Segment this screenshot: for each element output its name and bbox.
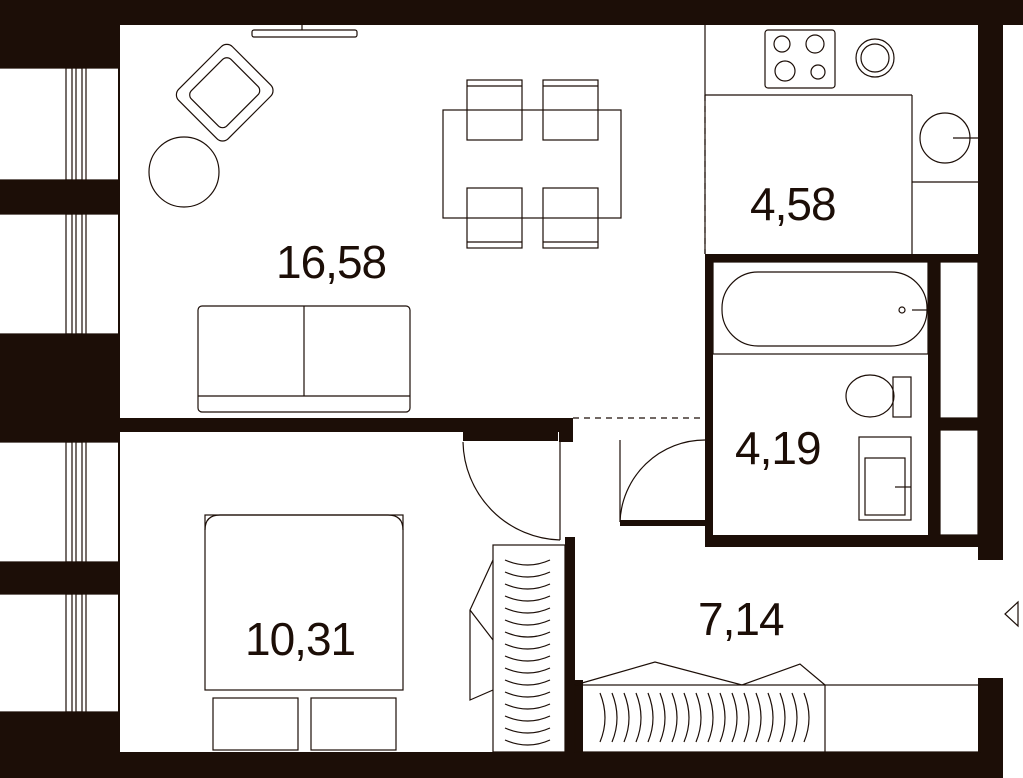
hanger-mark — [707, 692, 714, 743]
window-icon — [0, 213, 118, 335]
window-icon — [0, 67, 118, 181]
chair-icon — [542, 79, 599, 141]
hanger-mark — [755, 692, 762, 743]
hanger-mark — [504, 583, 551, 590]
storage-closet — [939, 261, 979, 536]
hanger-mark — [504, 559, 551, 566]
door-icon — [462, 440, 561, 541]
hanger-mark — [683, 692, 690, 743]
hanger-mark — [504, 715, 551, 722]
bed-icon — [204, 514, 404, 691]
hanger-mark — [599, 692, 606, 743]
armchair-icon — [175, 43, 274, 142]
hallway-area: 7,14 — [698, 593, 784, 645]
hanger-mark — [504, 655, 551, 662]
window-icon — [0, 593, 118, 713]
washbasin-icon — [858, 436, 912, 521]
chair-icon — [542, 187, 599, 249]
dining-table-icon — [442, 79, 622, 249]
bathroom-area: 4,19 — [735, 422, 821, 474]
hanger-mark — [695, 692, 702, 743]
entrance-arrow-icon — [1004, 600, 1019, 628]
sofa-icon — [197, 305, 411, 413]
hanger-mark — [659, 692, 666, 743]
sink-icon — [919, 112, 978, 164]
kitchen-counter — [704, 25, 978, 254]
hanger-mark — [791, 692, 798, 743]
hanger-mark — [743, 692, 750, 743]
hanger-mark — [647, 692, 654, 743]
round-table-icon — [148, 136, 220, 208]
hanger-mark — [504, 595, 551, 602]
hanger-mark — [504, 607, 551, 614]
hanger-mark — [504, 703, 551, 710]
stove-icon — [764, 29, 836, 89]
door-icon — [619, 439, 706, 523]
hanger-mark — [779, 692, 786, 743]
hanger-mark — [504, 571, 551, 578]
living-room-area: 16,58 — [276, 236, 386, 288]
chair-icon — [466, 79, 523, 141]
hanger-mark — [671, 692, 678, 743]
sink-icon — [855, 38, 895, 78]
nightstands — [212, 697, 397, 751]
chair-icon — [466, 187, 523, 249]
hanger-mark — [504, 679, 551, 686]
hanger-mark — [504, 643, 551, 650]
hanger-mark — [504, 619, 551, 626]
wardrobe-icon — [469, 544, 566, 753]
hanger-mark — [719, 692, 726, 743]
hanger-mark — [611, 692, 618, 743]
window-icon — [0, 441, 118, 563]
hanger-mark — [504, 631, 551, 638]
hanger-mark — [731, 692, 738, 743]
hanger-mark — [767, 692, 774, 743]
bathtub-icon — [712, 261, 929, 355]
tv-icon — [251, 18, 358, 38]
hallway-wardrobe — [574, 661, 981, 753]
hanger-mark — [504, 739, 551, 746]
hanger-mark — [504, 667, 551, 674]
toilet-icon — [845, 374, 912, 418]
hanger-mark — [504, 691, 551, 698]
bedroom-area: 10,31 — [245, 613, 355, 665]
hanger-mark — [504, 727, 551, 734]
hanger-mark — [623, 692, 630, 743]
kitchen-area: 4,58 — [750, 178, 836, 230]
windows — [0, 67, 118, 713]
hanger-mark — [635, 692, 642, 743]
hanger-mark — [803, 692, 810, 743]
